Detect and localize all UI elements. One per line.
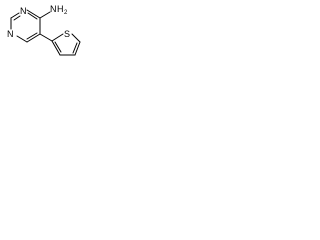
amine-n-label: N (50, 4, 57, 14)
bond-tc3-tc2 (51, 40, 61, 56)
bond-tc3-tc2-inner (54, 41, 62, 53)
thiophene-s-label: S (64, 29, 70, 39)
bond-c2-n3 (10, 12, 20, 19)
bond-tc2-s (51, 33, 64, 42)
bond-tc5-tc4-inner (72, 42, 78, 54)
molecule-drawing: N H 2 N N S (7, 4, 81, 56)
ring-n1-label: N (7, 29, 14, 39)
bond-c5-c6 (26, 33, 41, 43)
bond-c4-nh2 (39, 11, 51, 19)
bond-tc5-tc4 (74, 41, 81, 56)
bond-c6-n1 (16, 35, 28, 43)
bond-s-tc5 (71, 33, 81, 43)
amine-subscript-label: 2 (64, 10, 68, 16)
amine-h-label: H (57, 4, 64, 14)
bond-c2-n3-inner (13, 15, 21, 21)
structure-diagram: N H 2 N N S (0, 0, 93, 66)
bond-c5-c6-inner (26, 32, 38, 40)
bond-c5-thiophene (39, 33, 53, 42)
bond-n3-c4 (26, 9, 41, 19)
bond-n3-c4-inner (27, 12, 38, 20)
ring-n3-label: N (20, 6, 27, 16)
